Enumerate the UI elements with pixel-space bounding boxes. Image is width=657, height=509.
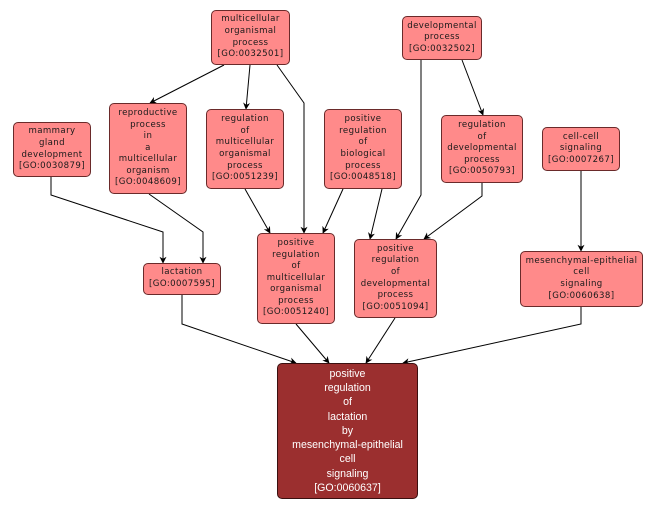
- term-label-line: signaling: [326, 467, 369, 480]
- term-label-line: regulation: [324, 382, 371, 395]
- term-label-line: signaling: [560, 279, 603, 289]
- term-label-line: of: [291, 261, 301, 272]
- term-label-line: lactation: [327, 410, 368, 423]
- term-label-line: signaling: [559, 143, 603, 154]
- term-label-line: of: [477, 131, 487, 142]
- term-id: [GO:0007267]: [548, 154, 614, 165]
- term-label-line: regulation: [221, 114, 269, 125]
- term-label-line: regulation: [458, 120, 506, 131]
- term-id: [GO:0032501]: [217, 49, 284, 60]
- term-label-line: of: [343, 396, 352, 409]
- term-id: [GO:0048518]: [330, 172, 396, 183]
- edge-GO0051240-to-GO0060637: [295, 323, 330, 364]
- edge-GO0032501-to-GO0048609: [149, 64, 225, 104]
- term-label-line: organismal: [219, 149, 271, 159]
- term-id: [GO:0030879]: [19, 161, 85, 172]
- term-id: [GO:0048609]: [115, 177, 181, 188]
- term-label-line: multicellular: [215, 137, 275, 148]
- term-label-line: positive: [329, 368, 366, 381]
- term-id: [GO:0007595]: [149, 279, 215, 289]
- term-id: [GO:0051094]: [362, 301, 429, 312]
- term-label-line: a: [145, 142, 151, 153]
- term-label-line: regulation: [371, 255, 420, 266]
- go-term-node[interactable]: lactation[GO:0007595]: [143, 263, 221, 295]
- term-label-line: multicellular: [221, 14, 280, 25]
- edge-GO0048518-to-GO0051094: [368, 188, 383, 240]
- term-label-line: process: [464, 154, 500, 165]
- term-label-line: process: [278, 295, 314, 306]
- term-label-line: developmental: [360, 278, 431, 289]
- term-id: [GO:0060638]: [548, 290, 615, 301]
- term-label-line: multicellular: [118, 154, 178, 165]
- term-label-line: regulation: [272, 249, 320, 260]
- term-label-line: of: [240, 125, 250, 136]
- edge-GO0060638-to-GO0060637: [402, 307, 582, 366]
- term-label-line: cell-cell: [562, 131, 600, 142]
- term-label-line: lactation: [161, 267, 203, 278]
- term-label-line: positive: [277, 237, 315, 248]
- edge-GO0030879-to-GO0007595: [50, 177, 167, 264]
- term-label-line: organismal: [270, 284, 322, 295]
- term-label-line: process: [232, 37, 269, 48]
- term-label-line: mammary: [28, 126, 76, 137]
- term-label-line: positive: [377, 243, 414, 254]
- term-label-line: of: [390, 266, 401, 277]
- term-id: [GO:0050793]: [449, 166, 515, 177]
- term-label-line: cell: [573, 267, 590, 278]
- term-label-line: regulation: [339, 125, 387, 136]
- term-label-line: by: [341, 424, 354, 437]
- term-label-line: positive: [344, 114, 382, 125]
- term-label-line: of: [358, 137, 368, 148]
- term-label-line: cell: [339, 453, 356, 466]
- edge-GO0048609-to-GO0007595: [148, 193, 207, 264]
- edge-GO0032501-to-GO0051239: [243, 64, 251, 110]
- edge-GO0032502-to-GO0051094: [395, 60, 422, 240]
- edge-GO0007595-to-GO0060637: [181, 295, 297, 365]
- term-label-line: process: [424, 32, 460, 43]
- edge-GO0051239-to-GO0051240: [244, 188, 271, 234]
- term-label-line: process: [377, 290, 414, 301]
- term-id: [GO:0051240]: [263, 307, 329, 318]
- term-label-line: developmental: [447, 143, 517, 154]
- term-id: [GO:0032502]: [409, 43, 475, 54]
- edge-GO0050793-to-GO0051094: [423, 183, 483, 240]
- term-label-line: organismal: [224, 25, 277, 36]
- term-label-line: development: [21, 149, 83, 160]
- term-label-line: developmental: [407, 20, 477, 31]
- term-label-line: in: [143, 131, 153, 142]
- term-label-line: biological: [340, 149, 386, 159]
- term-label-line: process: [345, 160, 381, 171]
- edge-GO0032502-to-GO0050793: [461, 59, 485, 116]
- term-label-line: gland: [38, 137, 65, 148]
- edge-GO0032501-to-GO0051240: [276, 64, 308, 234]
- edge-GO0048518-to-GO0051240: [322, 188, 344, 234]
- term-label-line: mesenchymal-epithelial: [292, 439, 403, 452]
- term-label-line: mesenchymal-epithelial: [525, 255, 638, 266]
- edge-GO0051094-to-GO0060637: [365, 317, 396, 364]
- term-label-line: reproductive: [118, 107, 178, 118]
- term-label-line: multicellular: [266, 272, 326, 283]
- term-label-line: process: [130, 119, 166, 130]
- term-label-line: organism: [126, 165, 170, 176]
- term-id: [GO:0060637]: [314, 481, 381, 494]
- term-id: [GO:0051239]: [212, 172, 278, 183]
- term-label-line: process: [227, 160, 263, 171]
